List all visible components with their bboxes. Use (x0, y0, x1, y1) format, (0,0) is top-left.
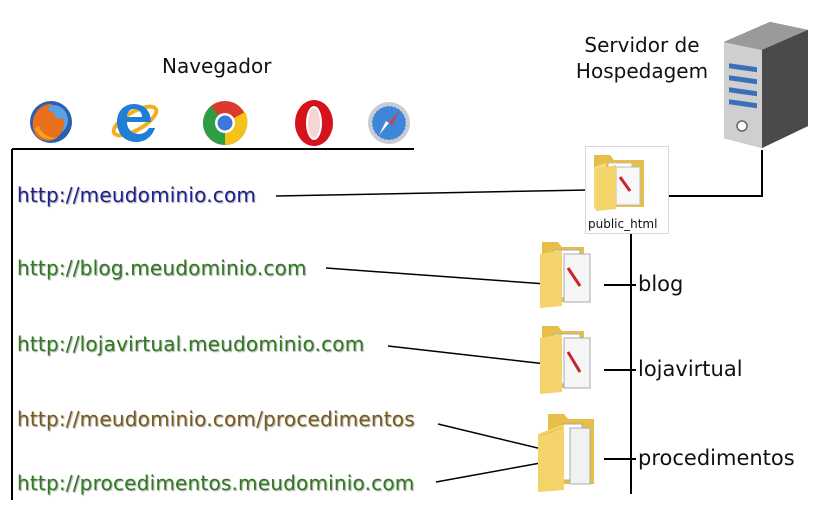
url-text[interactable]: http://lojavirtual.meudominio.com (17, 332, 365, 356)
server-connector (665, 150, 763, 197)
blog-folder-icon[interactable] (536, 236, 604, 312)
url-procedimentos-path[interactable]: http://meudominio.com/procedimentos (17, 407, 415, 431)
url-text[interactable]: http://meudominio.com (17, 183, 257, 207)
procedimentos-folder-icon[interactable] (534, 410, 604, 494)
url-line-procedimentos-sub (435, 461, 547, 483)
browser-title: Navegador (162, 54, 272, 78)
url-lojavirtual-subdomain[interactable]: http://lojavirtual.meudominio.com (17, 332, 364, 356)
public-html-folder[interactable]: public_html (585, 146, 669, 234)
lojavirtual-folder-icon[interactable] (536, 320, 604, 398)
public-html-label: public_html (588, 217, 658, 231)
safari-icon (368, 102, 410, 144)
url-line-blog (325, 267, 547, 285)
url-text[interactable]: http://meudominio.com/procedimentos (17, 407, 415, 431)
firefox-icon (30, 101, 72, 143)
url-root-domain[interactable]: http://meudominio.com (17, 183, 256, 207)
opera-icon (295, 100, 333, 146)
server-icon (724, 22, 808, 148)
folder-icon (594, 155, 644, 211)
url-line-procedimentos-path (437, 423, 547, 451)
url-text[interactable]: http://blog.meudominio.com (17, 256, 307, 280)
chrome-icon (203, 101, 248, 145)
folder-label-lojavirtual: lojavirtual (638, 357, 743, 381)
internet-explorer-icon (111, 104, 159, 142)
url-text[interactable]: http://procedimentos.meudominio.com (17, 471, 415, 495)
url-line-root (275, 189, 589, 197)
server-title: Servidor de Hospedagem (572, 32, 712, 84)
url-procedimentos-subdomain[interactable]: http://procedimentos.meudominio.com (17, 471, 414, 495)
server-title-line2: Hospedagem (575, 59, 709, 83)
server-title-line1: Servidor de (584, 33, 700, 57)
folder-label-blog: blog (638, 272, 684, 296)
url-blog-subdomain[interactable]: http://blog.meudominio.com (17, 256, 307, 280)
url-line-lojavirtual (387, 345, 547, 365)
folder-label-procedimentos: procedimentos (638, 446, 795, 470)
